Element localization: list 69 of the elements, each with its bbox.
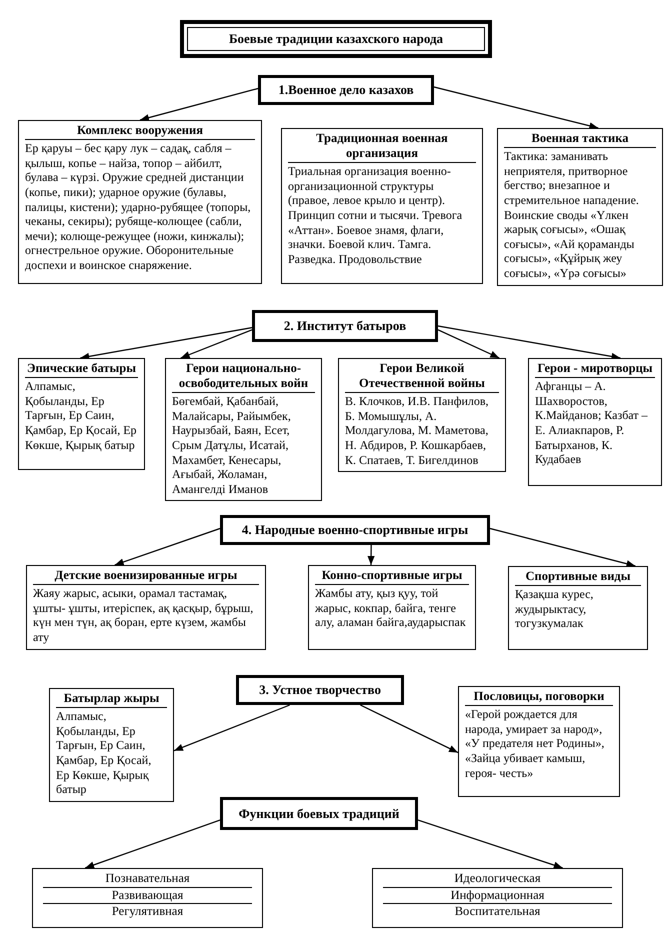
arrow — [180, 329, 252, 359]
card-heading: Пословицы, поговорки — [465, 689, 613, 706]
arrow — [84, 820, 220, 869]
card-text: Жаяу жарыс, асыки, орамал тастамақ, ұшты- ұшты, итеріспек, ақ қасқыр, бұрыш, күн мен түн, ақ боран, ерте күзем, жамбы ату — [33, 585, 254, 644]
info-card — [26, 565, 266, 650]
section-heading: Боевые традиции казахского народа — [228, 31, 444, 47]
card-text: Алпамыс, Қобыланды, Ер Тарғын, Ер Саин, Қамбар, Ер Қосай, Ер Көкше, Қырық батыр — [25, 378, 138, 452]
arrow — [140, 88, 258, 122]
card-heading: Традиционная военная организация — [288, 131, 476, 163]
info-card — [165, 358, 322, 502]
card-heading: Комплекс вооружения — [25, 123, 255, 140]
arrow — [368, 545, 375, 565]
info-card — [508, 566, 648, 650]
card-text: Тактика: заманивать неприятеля, притворное бегство; внезапное и стремительное нападение. Воинские своды «Үлкен жарық соғысы», «Ошақ соғысы», «Ай қораманды соғысы», «Құйрық жеу соғысы», «Үрә соғысы» — [504, 148, 640, 281]
card-heading: Военная тактика — [504, 131, 656, 148]
card-text: Ер қаруы – бес қару лук – садақ, сабля – қылыш, копье – найза, топор – айбилт, булава – күрзі. Оружие средней дистанции (копье, пики); ударное оружие (булавы, палицы, кистени); ударно-рубящее (топоры, чеканы, секиры); рубяще-колющее (сабли, мечи); колюще-режущее (ножи, кинжалы); огнестрельное оружие. Оборонительные доспехи и воинское снаряжение. — [25, 140, 252, 273]
card-heading: Герои Великой Отечественной войны — [345, 361, 499, 393]
info-card — [458, 686, 620, 797]
card-text: Алпамыс, Қобыланды, Ер Тарғын, Ер Саин, Қамбар, Ер Қосай, Ер Көкше, Қырық батыр — [56, 708, 152, 797]
card-text: В. Клочков, И.В. Панфилов, Б. Момышұлы, А. Молдагулова, М. Маметова, Н. Абдиров, Р. Кошкарбаев, К. Спатаев, Т. Бигелдинов — [345, 393, 490, 468]
card-heading: Герои - миротворцы — [535, 361, 655, 378]
arrow — [418, 820, 563, 869]
list-item: Регулятивная — [43, 903, 252, 920]
arrow — [114, 528, 220, 566]
info-card — [308, 565, 476, 650]
arrow — [80, 327, 252, 360]
section-heading: 3. Устное творчество — [259, 682, 381, 698]
info-card — [281, 128, 483, 284]
section-box — [220, 797, 418, 830]
card-text: Қазақша курес, жудырыктасу, тогузкумалак — [515, 586, 594, 631]
list-item: Идеологическая — [453, 871, 542, 887]
arrow — [438, 329, 500, 359]
card-heading: Детские военизированные игры — [33, 568, 259, 585]
title-box — [180, 20, 492, 58]
list-item: Информационная — [383, 886, 612, 904]
card-heading: Эпические батыры — [25, 361, 138, 378]
section-box — [258, 75, 434, 105]
card-heading: Герои национально-освободительных войн — [172, 361, 315, 393]
section-heading: 1.Военное дело казахов — [278, 82, 414, 98]
card-heading: Батырлар жыры — [56, 691, 167, 708]
list-item: Познавательная — [104, 871, 191, 887]
card-text: Афганцы – А. Шахворостов, К.Майданов; Казбат – Е. Алиакпаров, Р. Батырханов, К. Кудабаев — [535, 378, 649, 467]
card-heading: Конно-спортивные игры — [315, 568, 469, 585]
arrow — [438, 325, 621, 360]
info-card — [528, 358, 662, 486]
info-card — [18, 358, 145, 470]
list-box — [32, 868, 263, 928]
section-box — [220, 515, 490, 545]
card-text: Жамбы ату, қыз қуу, той жарыс, кокпар, байга, тенге алу, аламан байга,аударыспак — [315, 585, 467, 630]
list-item: Развивающая — [43, 886, 252, 904]
card-text: «Герой рождается для народа, умирает за народ», «У предателя нет Родины», «Зайца убивает камыш, героя- честь» — [465, 706, 606, 780]
section-box — [236, 675, 404, 705]
arrow — [174, 704, 290, 752]
arrow — [360, 704, 458, 754]
card-text: Триальная организация военно-организационной структуры (правое, левое крыло и центр). Принцип сотни и тысячи. Тревога «Аттан». Боевое знамя, флаги, значки. Боевой клич. Тамга. Разведка. Продовольствие — [288, 163, 464, 266]
arrow — [434, 86, 598, 130]
section-box — [252, 310, 438, 342]
info-card — [18, 120, 262, 284]
info-card — [338, 358, 506, 472]
card-text: Бөгембай, Қабанбай, Малайсары, Райымбек, Наурызбай, Баян, Есет, Срым Датұлы, Исатай, Махамбет, Кенесары, Ағыбай, Жоламан, Амангелді Иманов — [172, 393, 292, 496]
section-heading: Функции боевых традиций — [238, 806, 400, 822]
list-item: Воспитательная — [383, 903, 612, 920]
section-heading: 4. Народные военно-спортивные игры — [242, 522, 468, 538]
list-box — [372, 868, 623, 928]
arrow — [490, 528, 636, 568]
info-card — [49, 688, 174, 802]
section-heading: 2. Институт батыров — [284, 318, 406, 334]
card-heading: Спортивные виды — [515, 569, 641, 586]
info-card — [497, 128, 663, 286]
